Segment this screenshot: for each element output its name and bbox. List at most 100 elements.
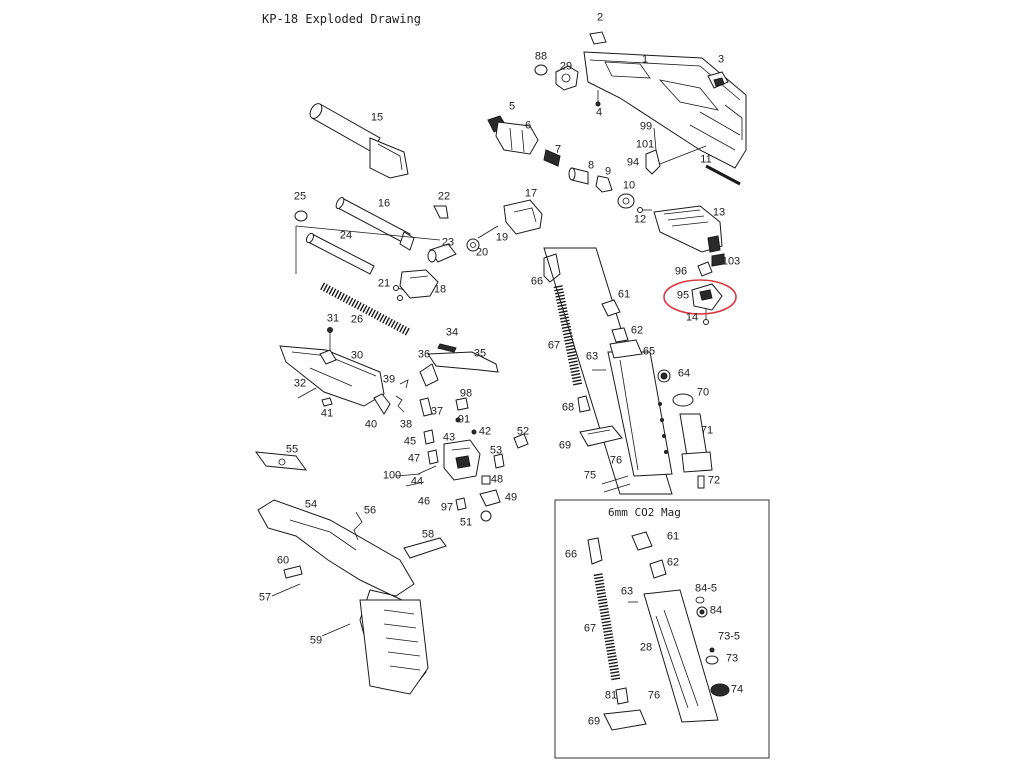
part-51 [480, 510, 492, 522]
part-61 [601, 299, 621, 317]
inset-part-81 [615, 687, 629, 705]
part-label: 99 [639, 120, 653, 133]
part-label: 72 [707, 474, 721, 487]
part-label: 101 [635, 138, 655, 151]
part-40 [373, 393, 391, 415]
inset-part-label: 74 [730, 683, 744, 696]
part-label: 43 [442, 431, 456, 444]
part-label: 38 [399, 418, 413, 431]
screw-31-part [327, 327, 333, 350]
part-91 [455, 417, 461, 423]
screw-12-part [637, 207, 652, 213]
clip-22-part [433, 205, 449, 219]
pin-99-part [653, 127, 657, 151]
part-label: 32 [293, 377, 307, 390]
part-label: 20 [475, 246, 489, 259]
seal-10-part [617, 193, 635, 209]
part-45 [423, 429, 435, 445]
inset-title: 6mm CO2 Mag [608, 506, 681, 519]
part-label: 97 [440, 501, 454, 514]
sear-36-part [419, 363, 439, 387]
part-label: 31 [326, 312, 340, 325]
part-68 [577, 395, 591, 413]
part-label: 46 [417, 495, 431, 508]
part-label: 57 [258, 591, 272, 604]
rubber-19-part [477, 225, 499, 239]
part-label: 69 [558, 439, 572, 452]
cap-25-part [294, 210, 308, 222]
part-label: 66 [530, 275, 544, 288]
rear-sight-part [707, 71, 729, 89]
part-62 [611, 327, 629, 343]
inset-part-label: 81 [604, 689, 618, 702]
part-label: 100 [382, 469, 402, 482]
screws-21-part [393, 285, 405, 301]
part-label: 11 [700, 153, 712, 166]
spring-56-part [353, 511, 363, 541]
nozzle-29-part [555, 65, 579, 91]
part-label: 37 [430, 405, 444, 418]
base-69-part [579, 425, 623, 447]
part-label: 3 [717, 53, 725, 66]
valve-body-part [487, 115, 539, 155]
hopup-arm-18-part [399, 269, 439, 299]
mag-spring-67-part [553, 285, 583, 387]
part-label: 34 [445, 326, 459, 339]
part-label: 25 [293, 190, 307, 203]
mag-body-part [543, 247, 673, 495]
part-97 [455, 497, 467, 511]
part-label: 75 [583, 469, 597, 482]
part-label: 10 [622, 179, 636, 192]
screw-72-part [697, 475, 705, 489]
part-label: 6 [524, 119, 532, 132]
inset-part-62 [649, 559, 667, 579]
part-label: 68 [561, 401, 575, 414]
part-label: 54 [304, 498, 318, 511]
part-label: 22 [437, 190, 451, 203]
rod-11-part [659, 145, 741, 186]
part-label: 40 [364, 418, 378, 431]
part-label: 103 [721, 255, 741, 268]
part-42 [471, 429, 477, 435]
inset-part-label: 61 [666, 530, 680, 543]
inset-follower-66 [587, 537, 603, 565]
part-label: 63 [585, 350, 599, 363]
part-label: 30 [350, 349, 364, 362]
part-98 [455, 397, 469, 411]
co2-71-part [679, 413, 713, 473]
part-label: 52 [516, 425, 530, 438]
recoil-spring-26-part [320, 282, 410, 336]
part-label: 88 [534, 50, 548, 63]
part-label: 96 [674, 265, 688, 278]
part-label: 59 [309, 634, 323, 647]
part-label: 4 [595, 106, 603, 119]
part-label: 15 [370, 111, 384, 124]
highlight-circle [663, 279, 737, 315]
extractor-94-part [645, 149, 661, 175]
part-label: 12 [633, 213, 647, 226]
part-label: 91 [457, 413, 471, 426]
part-label: 23 [441, 236, 455, 249]
inset-part-label: 67 [583, 622, 597, 635]
inset-part-84 [695, 596, 708, 618]
part-58 [403, 537, 447, 559]
pin-4-part [595, 90, 601, 107]
part-label: 2 [596, 11, 604, 24]
inset-spring-67 [593, 573, 621, 681]
inset-part-label: 69 [587, 715, 601, 728]
inset-part-label: 28 [639, 641, 653, 654]
part-label: 64 [677, 367, 691, 380]
blowback-housing-13-part [653, 205, 723, 253]
part-52 [513, 433, 529, 449]
part-95-highlighted [691, 283, 723, 311]
part-label: 44 [410, 475, 424, 488]
spring-7-part [543, 149, 561, 167]
inset-part-61 [631, 531, 653, 551]
inset-part-label: 63 [620, 585, 634, 598]
oring-88-part [534, 64, 548, 76]
part-label: 67 [547, 339, 561, 352]
hammer-housing-43-part [443, 439, 481, 481]
inset-part-label: 62 [666, 556, 680, 569]
part-label: 7 [554, 143, 562, 156]
